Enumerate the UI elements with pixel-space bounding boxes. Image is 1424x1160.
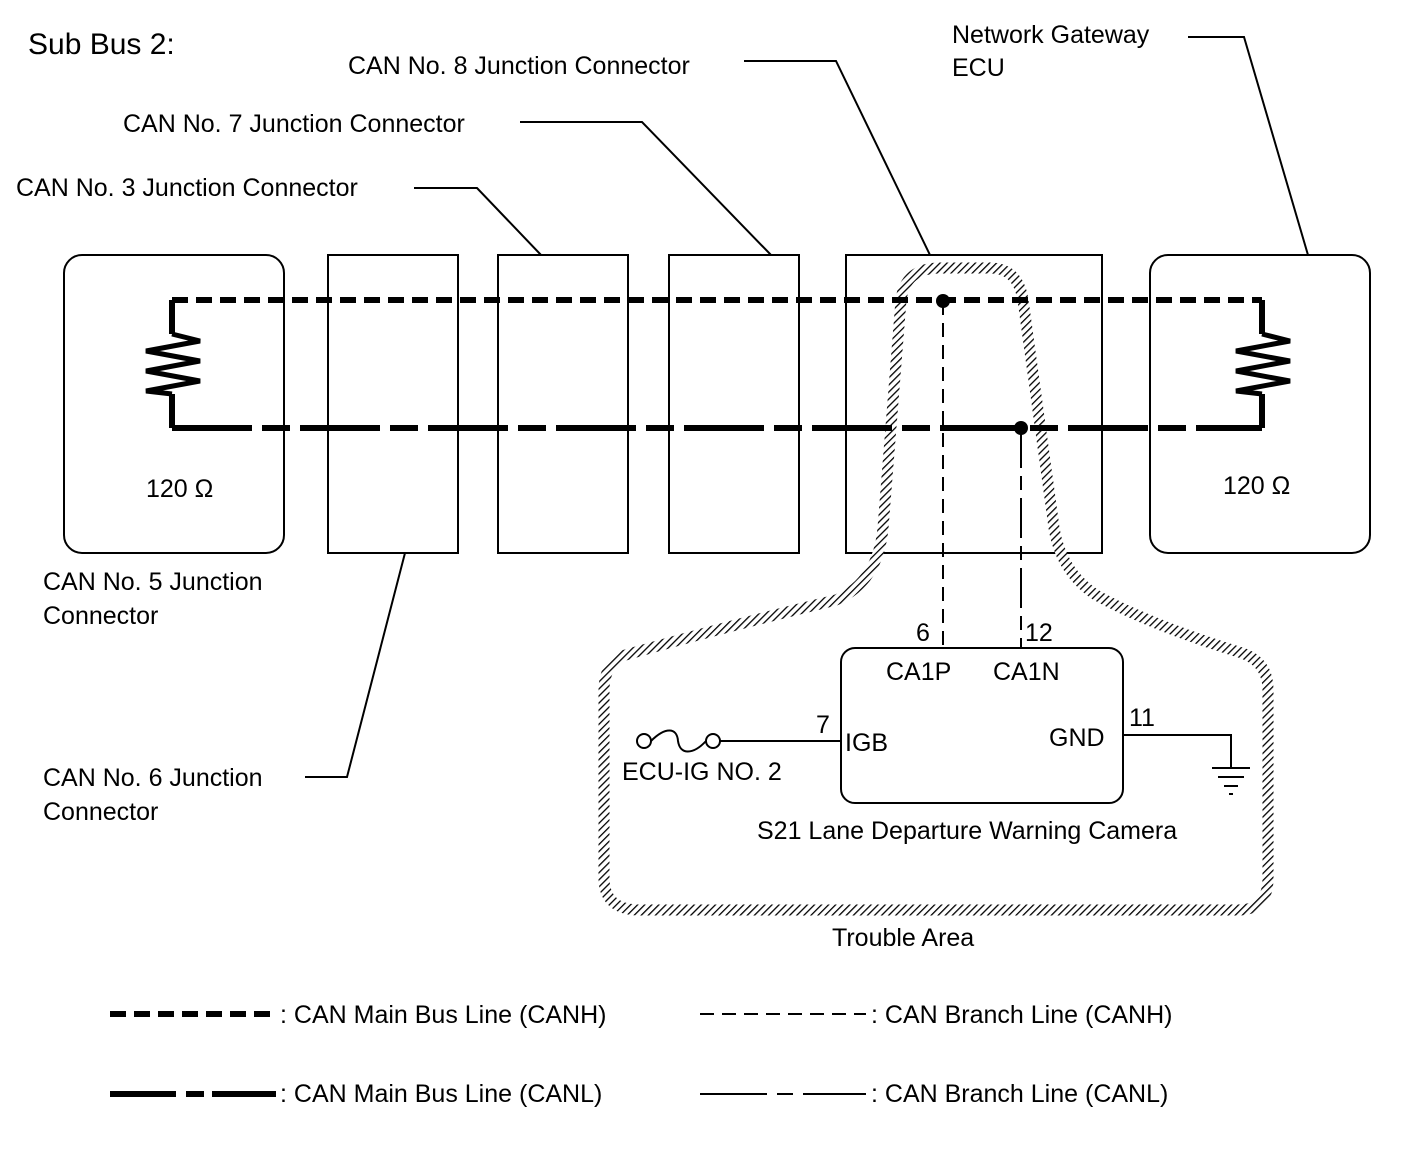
can3-junction-connector-box (497, 254, 629, 554)
network-gateway-ecu-box (1149, 254, 1371, 554)
can5-label-line1: CAN No. 5 Junction (43, 568, 263, 596)
can7-junction-connector-box (668, 254, 800, 554)
trouble-area-label: Trouble Area (832, 924, 974, 952)
can7-connector-label: CAN No. 7 Junction Connector (123, 110, 465, 138)
lane-departure-warning-camera-box (840, 647, 1124, 804)
ground-icon (1212, 767, 1250, 795)
canl-main-bus (169, 394, 1265, 431)
left-resistor-value: 120 Ω (146, 475, 213, 503)
can6-junction-connector-box (327, 254, 459, 554)
can6-label-line1: CAN No. 6 Junction (43, 764, 263, 792)
can5-label-line2: Connector (43, 602, 158, 630)
gateway-label-line1: Network Gateway (952, 21, 1150, 49)
pin-ca1p-number: 6 (916, 619, 930, 647)
pin-igb-label: IGB (845, 729, 888, 757)
right-terminating-resistor-icon (1235, 331, 1291, 397)
pin-ca1n-number: 12 (1025, 619, 1053, 647)
fuse-label: ECU-IG NO. 2 (622, 758, 782, 786)
can5-junction-connector-box (63, 254, 285, 554)
gnd-wire (1123, 734, 1232, 767)
pin-ca1n-label: CA1N (993, 658, 1060, 686)
can3-leader-line (414, 187, 542, 256)
can8-junction-connector-box (845, 254, 1103, 554)
pin-igb-number: 7 (816, 711, 830, 739)
can3-connector-label: CAN No. 3 Junction Connector (16, 174, 358, 202)
right-resistor-value: 120 Ω (1223, 472, 1290, 500)
canh-main-bus (169, 297, 1265, 334)
can8-leader-line (744, 60, 931, 256)
legend-main-canl-label: : CAN Main Bus Line (CANL) (280, 1080, 602, 1108)
pin-gnd-label: GND (1049, 724, 1105, 752)
gateway-label-line2: ECU (952, 54, 1005, 82)
trouble-area-outline (598, 262, 1274, 916)
fuse-icon (636, 729, 721, 753)
gateway-leader-line (1188, 36, 1309, 256)
legend-branch-canl-label: : CAN Branch Line (CANL) (871, 1080, 1168, 1108)
legend-main-canh-label: : CAN Main Bus Line (CANH) (280, 1001, 606, 1029)
pin-ca1p-label: CA1P (886, 658, 951, 686)
left-terminating-resistor-icon (145, 331, 201, 397)
legend: : CAN Main Bus Line (CANH) : CAN Branch … (110, 1001, 1172, 1108)
can6-label-line2: Connector (43, 798, 158, 826)
can6-leader-line (305, 552, 406, 778)
diagram-title: Sub Bus 2: (28, 28, 175, 61)
legend-branch-canh-label: : CAN Branch Line (CANH) (871, 1001, 1172, 1029)
can7-leader-line (520, 121, 772, 256)
pin-gnd-number: 11 (1129, 704, 1155, 732)
camera-name-label: S21 Lane Departure Warning Camera (757, 817, 1177, 845)
can8-connector-label: CAN No. 8 Junction Connector (348, 52, 690, 80)
